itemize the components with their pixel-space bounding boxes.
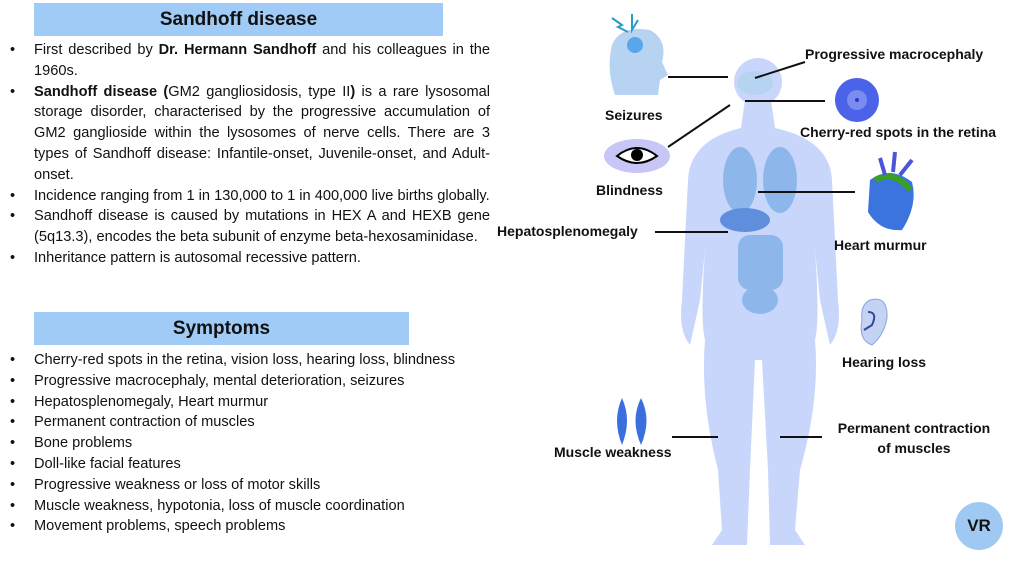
label-seizures: Seizures [605,107,663,123]
symptom-item: Permanent contraction of muscles [10,412,510,433]
head-brain-icon [737,71,773,95]
title-banner: Sandhoff disease [34,3,443,36]
label-retina: Cherry-red spots in the retina [800,124,997,140]
bullet-text: Sandhoff disease ( [34,83,169,100]
bullet-text: ) [350,83,356,100]
symptom-item: Bone problems [10,433,510,454]
vr-badge: VR [955,502,1003,550]
intro-bullet: Sandhoff disease (GM2 gangliosidosis, ty… [10,82,490,186]
heart-icon [868,151,914,231]
bullet-text: Sandhoff disease is caused by mutations … [34,208,490,246]
intro-bullet: First described by Dr. Hermann Sandhoff … [10,40,490,82]
label-hepatosplenomegaly: Hepatosplenomegaly [497,223,638,239]
label-muscle-weakness: Muscle weakness [554,444,672,460]
symptom-item: Cherry-red spots in the retina, vision l… [10,350,510,371]
symptom-item: Doll-like facial features [10,454,510,475]
bullet-text: and his colleagues in the 1960s. [34,42,490,79]
retina-icon [835,78,879,122]
symptoms-title: Symptoms [172,317,271,339]
symptom-item: Hepatosplenomegaly, Heart murmur [10,392,510,413]
label-permanent-contraction: Permanent contraction of muscles [830,418,998,458]
label-blindness: Blindness [596,182,663,198]
eye-icon [604,139,670,173]
intro-list: First described by Dr. Hermann Sandhoff … [10,40,490,269]
symptom-item: Muscle weakness, hypotonia, loss of musc… [10,496,510,517]
bullet-text: is a rare lysosomal storage disorder, ch… [34,83,490,183]
label-heart-murmur: Heart murmur [834,237,927,253]
intro-bullet: Inheritance pattern is autosomal recessi… [10,248,490,269]
intro-bullet: Incidence ranging from 1 in 130,000 to 1… [10,186,490,207]
label-line-2: of muscles [877,440,951,456]
symptoms-banner: Symptoms [34,312,409,345]
brain-icon [609,14,668,95]
vr-badge-text: VR [967,516,991,535]
intro-bullet: Sandhoff disease is caused by mutations … [10,206,490,248]
bullet-text: Incidence ranging from 1 in 130,000 to 1… [34,187,490,204]
label-line-1: Permanent contraction [837,420,991,436]
ear-icon [860,298,888,346]
bullet-text: GM2 gangliosidosis, type II [168,83,351,100]
connector-lines [655,61,855,438]
label-hearing-loss: Hearing loss [842,354,927,370]
bullet-text: First described by [34,42,159,58]
symptom-item: Progressive weakness or loss of motor sk… [10,475,510,496]
organs-icon [720,147,797,314]
label-macrocephaly: Progressive macrocephaly [805,46,984,62]
symptoms-list: Cherry-red spots in the retina, vision l… [10,350,510,537]
muscle-icon [617,398,647,445]
symptom-item: Progressive macrocephaly, mental deterio… [10,371,510,392]
bullet-text: Dr. Hermann Sandhoff [158,42,317,58]
symptom-item: Movement problems, speech problems [10,516,510,537]
bullet-text: Inheritance pattern is autosomal recessi… [34,249,361,266]
page-title: Sandhoff disease [159,8,318,30]
